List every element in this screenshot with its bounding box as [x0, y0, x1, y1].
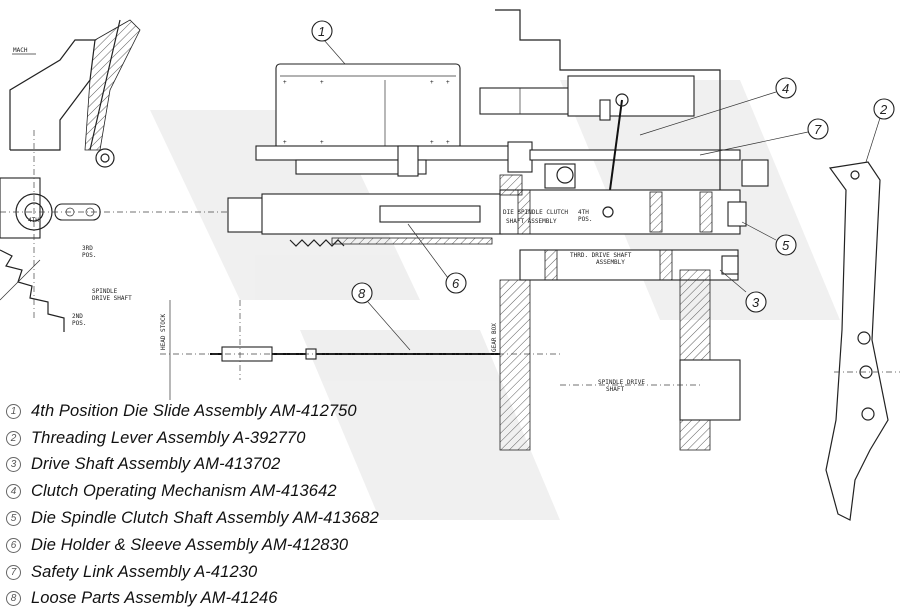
- legend-item: 4 Clutch Operating Mechanism AM-413642: [6, 478, 379, 505]
- callout-3: 3: [752, 295, 760, 310]
- label-pos-3rd-pos: POS.: [82, 252, 96, 259]
- svg-text:+: +: [320, 139, 324, 146]
- die-slide-assembly: + + + + + + + +: [275, 63, 461, 151]
- svg-text:+: +: [446, 79, 450, 86]
- parts-legend: 1 4th Position Die Slide Assembly AM-4127…: [6, 398, 379, 612]
- die-spindle-clutch-shaft: DIE SPINDLE CLUTCH SHAFT ASSEMBLY 4TH PO…: [227, 189, 747, 247]
- legend-number: 6: [6, 537, 21, 553]
- label-pos-2nd: 2ND: [72, 313, 83, 320]
- legend-item: 2 Threading Lever Assembly A-392770: [6, 425, 379, 452]
- label-drive-shaft: DRIVE SHAFT: [92, 295, 132, 302]
- machine-frame-left: MACH 3RD POS. SPINDLE DRIVE SHAFT 2ND PO…: [0, 19, 250, 332]
- legend-text: Safety Link Assembly A-41230: [31, 562, 258, 581]
- callout-1: 1: [318, 24, 325, 39]
- callout-7: 7: [814, 122, 822, 137]
- threading-lever: [825, 161, 900, 521]
- legend-number: 8: [6, 591, 21, 607]
- legend-number: 4: [6, 484, 21, 500]
- label-pos-3rd: 3RD: [82, 245, 93, 252]
- legend-number: 3: [6, 457, 21, 473]
- callout-8: 8: [358, 286, 366, 301]
- legend-item: 7 Safety Link Assembly A-41230: [6, 559, 379, 586]
- label-pos-4th: 4TH: [578, 209, 589, 216]
- legend-text: Loose Parts Assembly AM-41246: [31, 589, 278, 608]
- gear-box-columns: GEAR BOX SPINDLE DRIVE SHAFT: [491, 174, 741, 451]
- legend-item: 6 Die Holder & Sleeve Assembly AM-412830: [6, 532, 379, 559]
- legend-item: 5 Die Spindle Clutch Shaft Assembly AM-41…: [6, 505, 379, 532]
- svg-text:+: +: [283, 79, 287, 86]
- legend-number: 7: [6, 564, 21, 580]
- legend-item: 1 4th Position Die Slide Assembly AM-4127…: [6, 398, 379, 425]
- label-shaft: SHAFT: [606, 386, 624, 393]
- callout-5: 5: [782, 238, 790, 253]
- label-pos-4th-pos: POS.: [578, 216, 592, 223]
- loose-parts-rod: HEAD STOCK: [160, 300, 560, 400]
- label-spindle-drive: SPINDLE DRIVE: [598, 379, 645, 386]
- label-gear-box: GEAR BOX: [491, 323, 498, 352]
- legend-text: Drive Shaft Assembly AM-413702: [31, 455, 281, 474]
- label-assembly: ASSEMBLY: [596, 259, 625, 266]
- callouts: 1 2 3 4 5 6 7 8: [311, 20, 895, 351]
- label-shaft-assembly: SHAFT ASSEMBLY: [506, 218, 557, 225]
- svg-text:+: +: [430, 79, 434, 86]
- svg-text:+: +: [320, 79, 324, 86]
- label-mach: MACH: [13, 47, 28, 54]
- label-pos-2nd-pos: POS.: [72, 320, 86, 327]
- legend-text: 4th Position Die Slide Assembly AM-41275…: [31, 401, 357, 420]
- svg-text:+: +: [283, 139, 287, 146]
- callout-4: 4: [782, 81, 789, 96]
- legend-text: Die Holder & Sleeve Assembly AM-412830: [31, 535, 349, 554]
- legend-text: Clutch Operating Mechanism AM-413642: [31, 482, 337, 501]
- label-thread-drive-shaft: THRD. DRIVE SHAFT: [570, 252, 632, 259]
- upper-shaft-group: [255, 9, 769, 206]
- svg-text:+: +: [430, 139, 434, 146]
- label-die-spindle-clutch: DIE SPINDLE CLUTCH: [503, 209, 568, 216]
- legend-item: 8 Loose Parts Assembly AM-41246: [6, 586, 379, 613]
- legend-text: Die Spindle Clutch Shaft Assembly AM-413…: [31, 509, 379, 528]
- legend-number: 1: [6, 403, 21, 419]
- callout-6: 6: [452, 276, 460, 291]
- legend-number: 5: [6, 511, 21, 527]
- legend-item: 3 Drive Shaft Assembly AM-413702: [6, 452, 379, 479]
- label-head-stock: HEAD STOCK: [160, 313, 167, 350]
- legend-number: 2: [6, 430, 21, 446]
- callout-2: 2: [879, 102, 888, 117]
- legend-text: Threading Lever Assembly A-392770: [31, 428, 306, 447]
- label-spindle: SPINDLE: [92, 288, 118, 295]
- svg-text:+: +: [446, 139, 450, 146]
- label-pos-4th-small: 4TH: [28, 217, 39, 224]
